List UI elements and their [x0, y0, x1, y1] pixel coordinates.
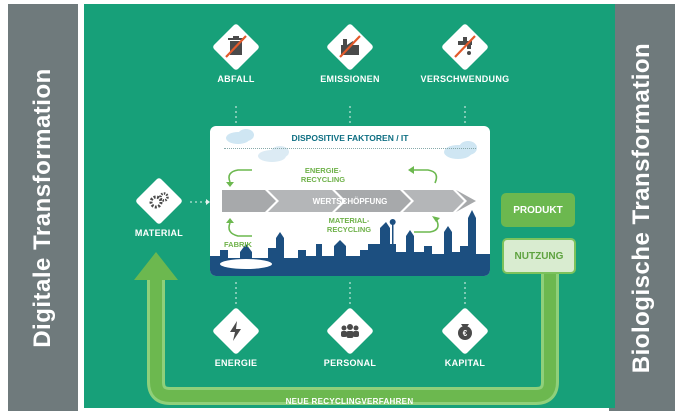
verschwendung-label: VERSCHWENDUNG [420, 74, 510, 84]
personal-item: PERSONAL [290, 306, 410, 368]
factory-label: FABRIK [224, 240, 252, 249]
kapital-label: KAPITAL [444, 358, 486, 368]
faucet-icon [440, 22, 490, 72]
panel-title: DISPOSITIVE FAKTOREN / IT [291, 133, 409, 143]
gears-icon [134, 176, 184, 226]
abfall-item: ABFALL [176, 22, 296, 84]
energie-label: ENERGIE [214, 358, 258, 368]
nutzung-box: NUTZUNG [502, 238, 576, 274]
svg-text:€: € [463, 329, 468, 338]
recycling-return-arrow [134, 106, 559, 405]
trash-icon [211, 22, 261, 72]
kapital-item: € KAPITAL [405, 306, 525, 368]
emissionen-label: EMISSIONEN [320, 74, 380, 84]
verschwendung-item: VERSCHWENDUNG [405, 22, 525, 84]
factory-icon [325, 22, 375, 72]
material-recycling-line2: RECYCLING [326, 225, 372, 234]
personal-label: PERSONAL [323, 358, 377, 368]
left-side-band: Digitale Transformation [8, 4, 78, 411]
right-side-band: Biologische Transformation [609, 4, 675, 411]
value-chain-label: WERTSCHÖPFUNG [312, 197, 388, 206]
material-recycling-label: MATERIAL- RECYCLING [314, 216, 384, 234]
energy-recycling-line2: RECYCLING [300, 175, 346, 184]
energy-recycling-line1: ENERGIE- [304, 166, 342, 175]
panel-title-divider [224, 148, 476, 149]
material-label: MATERIAL [134, 228, 184, 238]
neue-recyclingverfahren-label: NEUE RECYCLINGVERFAHREN [285, 397, 414, 406]
factory-panel: DISPOSITIVE FAKTOREN / IT ENERGIE- RECYC… [210, 126, 490, 276]
material-item: MATERIAL [99, 176, 219, 238]
money-bag-icon: € [440, 306, 490, 356]
right-side-label: Biologische Transformation [628, 42, 655, 373]
people-icon [325, 306, 375, 356]
left-side-label: Digitale Transformation [29, 67, 56, 348]
energy-recycling-label: ENERGIE- RECYCLING [288, 166, 358, 184]
abfall-label: ABFALL [217, 74, 255, 84]
emissionen-item: EMISSIONEN [290, 22, 410, 84]
produkt-box: PRODUKT [501, 193, 575, 227]
lightning-icon [211, 306, 261, 356]
energie-item: ENERGIE [176, 306, 296, 368]
material-recycling-line1: MATERIAL- [328, 216, 370, 225]
